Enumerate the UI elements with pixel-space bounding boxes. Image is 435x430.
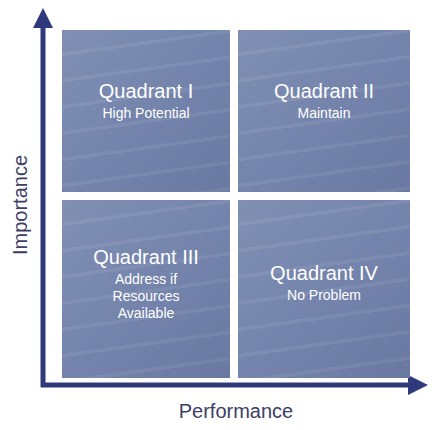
quadrant-subtitle: Maintain bbox=[298, 105, 351, 122]
x-axis bbox=[41, 383, 410, 388]
y-axis-head bbox=[33, 8, 53, 28]
x-axis-head bbox=[408, 375, 428, 395]
quadrant-title: Quadrant II bbox=[274, 80, 374, 103]
quadrant-box: Quadrant I High Potential bbox=[62, 30, 230, 192]
quadrant-subtitle: No Problem bbox=[287, 287, 361, 304]
quadrant-box: Quadrant IIIAddress if Resources Availab… bbox=[62, 200, 230, 378]
quadrant-content: Quadrant I High Potential bbox=[62, 30, 230, 122]
quadrant-title: Quadrant I bbox=[99, 80, 194, 103]
axis-label-y: Importance bbox=[8, 155, 32, 255]
quadrant-content: Quadrant IIIAddress if Resources Availab… bbox=[62, 200, 230, 322]
y-axis bbox=[41, 26, 46, 387]
quadrant-title: Quadrant III bbox=[93, 246, 199, 269]
axis-label-x: Performance bbox=[179, 399, 294, 423]
quadrant-box: Quadrant IV No Problem bbox=[238, 200, 410, 378]
quadrant-subtitle: Address if Resources Available bbox=[92, 271, 200, 322]
quadrant-subtitle: High Potential bbox=[102, 105, 189, 122]
quadrant-content: Quadrant IV No Problem bbox=[238, 200, 410, 304]
quadrant-content: Quadrant II Maintain bbox=[238, 30, 410, 122]
quadrant-box: Quadrant II Maintain bbox=[238, 30, 410, 192]
quadrant-title: Quadrant IV bbox=[270, 262, 378, 285]
